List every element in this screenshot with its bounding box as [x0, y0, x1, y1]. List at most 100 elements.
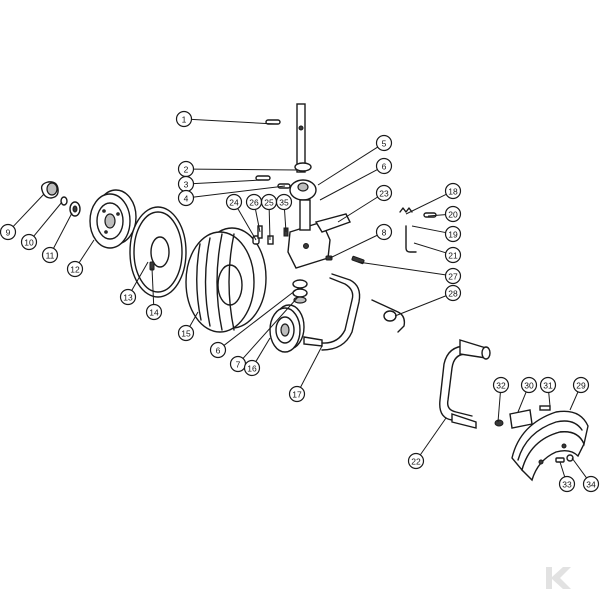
brand-logo — [546, 567, 571, 589]
callout-number: 23 — [379, 189, 389, 199]
callout-number: 32 — [496, 381, 506, 391]
leader-line — [497, 392, 501, 423]
callout-number: 29 — [576, 381, 586, 391]
callout-number: 1 — [182, 115, 187, 125]
leader-line — [151, 267, 155, 305]
leader-line — [242, 296, 299, 359]
callout-number: 5 — [382, 139, 387, 149]
callout-number: 33 — [562, 480, 572, 490]
callout-number: 31 — [543, 381, 553, 391]
lever-handle — [371, 299, 406, 333]
callout-number: 8 — [382, 228, 387, 238]
callout-c20: 20 — [427, 205, 462, 223]
callout-number: 28 — [448, 289, 458, 299]
callout-bubble — [444, 284, 462, 302]
leader-line — [223, 289, 297, 346]
leader-line — [284, 209, 287, 233]
small-pins — [252, 225, 289, 245]
leader-line — [237, 208, 257, 241]
callout-c8: 8 — [329, 223, 393, 259]
bent-arm — [439, 339, 491, 429]
callout-number: 14 — [149, 308, 159, 318]
leader-line — [317, 146, 378, 186]
callout-bubble — [582, 475, 600, 493]
callout-bubble — [375, 134, 393, 152]
callout-c18: 18 — [405, 182, 462, 215]
callout-c34: 34 — [571, 457, 600, 493]
callout-bubble — [275, 193, 293, 211]
callout-number: 4 — [184, 194, 189, 204]
leader-line — [569, 391, 579, 411]
callout-bubble — [175, 110, 193, 128]
leader-line — [548, 392, 551, 407]
callout-bubble — [145, 303, 163, 321]
leader-line — [337, 196, 378, 223]
callout-c12: 12 — [66, 239, 95, 278]
mudguard — [511, 410, 589, 482]
callout-c17: 17 — [288, 345, 323, 403]
callout-c11: 11 — [41, 212, 73, 264]
callout-c6a: 6 — [319, 157, 393, 201]
leader-line — [12, 193, 45, 227]
callout-bubble — [407, 452, 425, 470]
callout-bubble — [492, 376, 510, 394]
callout-bubble — [375, 157, 393, 175]
callout-bubble — [444, 246, 462, 264]
callout-c35: 35 — [275, 193, 293, 233]
callout-c9: 9 — [0, 193, 45, 241]
leader-line — [53, 212, 73, 249]
callout-number: 18 — [448, 187, 458, 197]
leader-line — [193, 185, 286, 198]
callout-c25: 25 — [260, 193, 278, 241]
leader-line — [571, 457, 587, 479]
wheel-rim — [269, 304, 305, 353]
callout-c28: 28 — [394, 284, 462, 317]
callout-number: 10 — [24, 238, 34, 248]
callout-bubble — [20, 233, 38, 251]
callout-c22: 22 — [407, 417, 447, 470]
leader-line — [419, 417, 447, 456]
leader-line — [193, 168, 299, 171]
leader-line — [559, 461, 566, 478]
callout-c15: 15 — [177, 311, 199, 342]
hub-cap — [40, 181, 59, 199]
leader-line — [191, 118, 276, 125]
callout-number: 30 — [524, 381, 534, 391]
callout-c2: 2 — [177, 160, 299, 178]
callout-c24: 24 — [225, 193, 257, 241]
callout-number: 3 — [184, 180, 189, 190]
callout-number: 19 — [448, 230, 458, 240]
callout-number: 35 — [279, 198, 289, 208]
callout-bubble — [520, 376, 538, 394]
pivot-assembly — [287, 103, 351, 269]
callout-number: 22 — [411, 457, 421, 467]
leader-line — [319, 169, 378, 201]
callout-number: 12 — [70, 265, 80, 275]
leader-line — [255, 337, 271, 362]
callout-c10: 10 — [20, 201, 63, 251]
callout-c1: 1 — [175, 110, 276, 128]
callout-bubble — [177, 324, 195, 342]
callout-c21: 21 — [413, 242, 462, 264]
small-washer — [60, 196, 68, 206]
callout-bubble — [444, 225, 462, 243]
leader-line — [254, 209, 261, 233]
mudguard-bolts — [555, 454, 574, 463]
callout-number: 16 — [247, 364, 257, 374]
leader-line — [413, 242, 446, 254]
leader-line — [300, 345, 323, 388]
callout-bubble — [539, 376, 557, 394]
wheel-hub — [89, 189, 137, 249]
callout-number: 11 — [46, 251, 55, 261]
callout-number: 20 — [448, 210, 458, 220]
callout-bubble — [0, 223, 17, 241]
callout-number: 9 — [6, 228, 11, 238]
leader-line — [268, 209, 271, 241]
leader-line — [357, 261, 446, 276]
tyre — [185, 227, 267, 333]
callout-number: 6 — [382, 162, 387, 172]
callout-number: 7 — [236, 360, 241, 370]
callout-number: 25 — [264, 198, 274, 208]
